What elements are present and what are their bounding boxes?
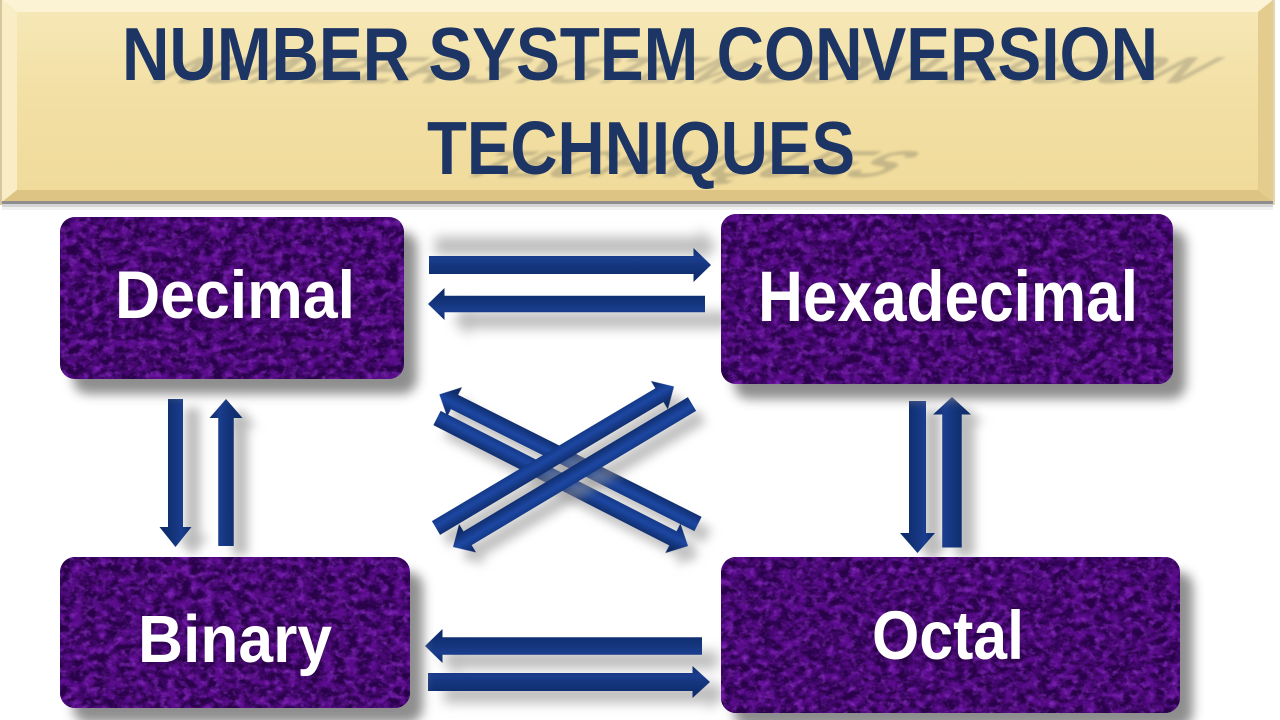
svg-text:Decimal: Decimal bbox=[115, 257, 355, 333]
svg-text:TECHNIQUES: TECHNIQUES bbox=[438, 144, 944, 186]
svg-text:Hexadecimal: Hexadecimal bbox=[758, 258, 1138, 337]
svg-text:Binary: Binary bbox=[138, 602, 332, 677]
svg-text:NUMBER SYSTEM CONVERSION: NUMBER SYSTEM CONVERSION bbox=[131, 50, 1245, 92]
svg-text:Octal: Octal bbox=[872, 597, 1024, 674]
svg-text:TECHNIQUES: TECHNIQUES bbox=[427, 106, 855, 190]
svg-text:NUMBER SYSTEM CONVERSION: NUMBER SYSTEM CONVERSION bbox=[122, 12, 1158, 96]
